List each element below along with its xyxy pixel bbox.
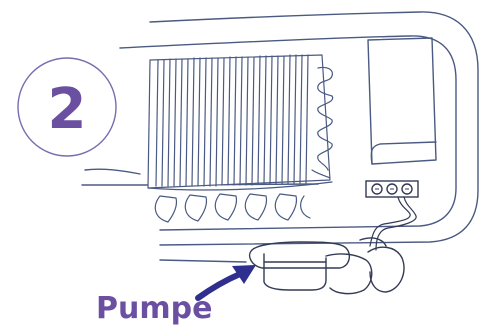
pump-wiring [369,196,417,251]
pump-label: Pumpe [96,291,212,326]
housing-outline [81,11,479,263]
pump-icon [248,237,405,295]
step-badge: 2 [17,57,117,157]
control-box [367,37,437,165]
heat-exchanger [147,54,334,191]
arrow-icon [195,265,256,301]
step-number: 2 [48,77,87,142]
terminal-block-icon [365,180,419,198]
air-louvres [154,193,311,223]
